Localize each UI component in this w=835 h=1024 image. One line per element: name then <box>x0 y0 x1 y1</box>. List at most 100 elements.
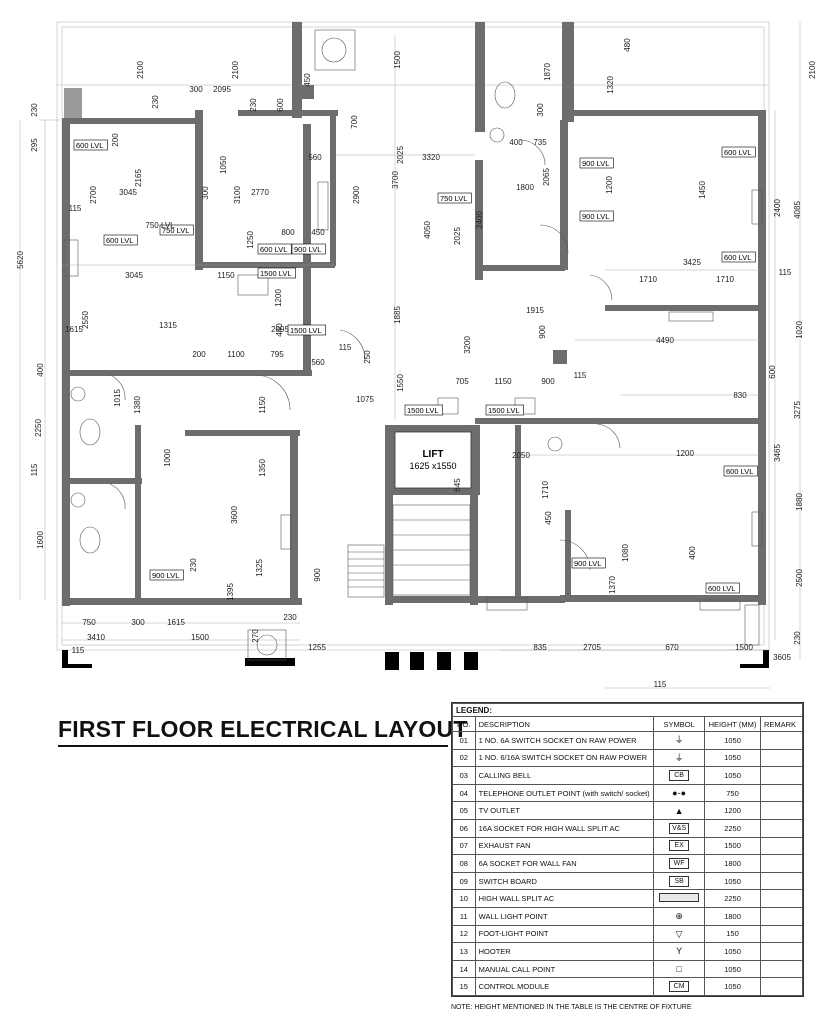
legend-symbol-cell: V&S <box>653 818 706 838</box>
level-tag: 750 LVL <box>162 226 189 235</box>
level-tag: 600 LVL <box>76 141 103 150</box>
legend-description: WALL LIGHT POINT <box>474 906 655 926</box>
level-tag: 1500 LVL <box>260 269 292 278</box>
legend-symbol-cell: ⊕ <box>653 906 706 926</box>
legend-remark <box>759 871 804 891</box>
dimension-label: 2250 <box>34 419 43 437</box>
level-tag-box <box>149 569 184 581</box>
dimension-label: 115 <box>72 646 85 655</box>
legend-symbol-cell: CM <box>653 977 706 996</box>
legend-number: 08 <box>452 854 476 873</box>
dimension-label: 250 <box>363 350 372 364</box>
dimension-label: 230 <box>793 631 802 645</box>
dimension-label: 3200 <box>463 336 472 354</box>
dimension-label: 1250 <box>246 231 255 249</box>
dimension-label: 2100 <box>231 61 240 79</box>
dimension-label: 300 <box>201 186 210 200</box>
legend-column-header: REMARK <box>759 716 804 732</box>
level-tag-box <box>723 465 758 477</box>
level-tag: 900 LVL <box>574 559 601 568</box>
legend-height: 1200 <box>704 801 761 820</box>
level-tag: 600 LVL <box>724 148 751 157</box>
level-tag-box <box>485 404 524 416</box>
dimension-label: 3045 <box>125 271 143 280</box>
legend-number: 06 <box>452 818 476 838</box>
fixtures <box>63 29 763 661</box>
foot-light-icon: ▽ <box>675 928 683 939</box>
level-tag: 600 LVL <box>106 236 133 245</box>
dimension-label: 1150 <box>494 377 512 386</box>
level-tag-box <box>571 557 606 569</box>
level-tag: 1500 LVL <box>407 406 439 415</box>
legend-remark <box>759 748 804 768</box>
legend-symbol-code: V&S <box>669 822 690 834</box>
legend-symbol-code: SB <box>669 875 690 887</box>
wall-light-icon: ⊕ <box>675 911 683 922</box>
legend-note: NOTE: HEIGHT MENTIONED IN THE TABLE IS T… <box>451 1004 692 1011</box>
dimension-label: 900 <box>538 325 547 339</box>
dimension-label: 4490 <box>656 336 674 345</box>
staircase <box>347 504 471 598</box>
legend-symbol-cell: Y <box>653 942 706 961</box>
legend-number: 13 <box>452 942 476 961</box>
level-tag: 900 LVL <box>152 571 179 580</box>
dimension-label: 700 <box>350 115 359 129</box>
dimension-label: 450 <box>311 228 325 237</box>
dimension-label: 1050 <box>219 156 228 174</box>
legend-height: 1050 <box>704 766 761 785</box>
dimension-label: 230 <box>189 558 198 572</box>
legend-height: 2250 <box>704 818 761 838</box>
dimension-label: 800 <box>281 228 295 237</box>
level-tag-box <box>287 324 326 336</box>
level-tag-box <box>73 139 108 151</box>
legend-height: 1050 <box>704 942 761 961</box>
dimension-label: 1710 <box>541 481 550 499</box>
legend-number: 11 <box>452 906 476 926</box>
dimension-label: 1200 <box>605 176 614 194</box>
legend-remark <box>759 818 804 838</box>
dimension-label: 1075 <box>356 395 374 404</box>
dimension-label: 1500 <box>735 643 753 652</box>
legend-remark <box>759 906 804 926</box>
dimension-label: 2050 <box>512 451 530 460</box>
level-tags: 600 LVL 750 LVL 600 LVL 600 LVL 900 LVL 1500 … <box>73 139 758 594</box>
dimension-label: 2095 <box>271 325 289 334</box>
dimension-label: 2095 <box>213 85 231 94</box>
level-tag-box <box>159 224 194 236</box>
dimension-label: 4050 <box>423 221 432 239</box>
legend-number: 10 <box>452 889 476 908</box>
dimension-label: 1550 <box>396 374 405 392</box>
dimension-label: 1200 <box>676 449 694 458</box>
dimension-label: 2025 <box>396 146 405 164</box>
dimension-label: 1450 <box>698 181 707 199</box>
dimension-label: 3275 <box>793 401 802 419</box>
legend-height: 1050 <box>704 959 761 979</box>
dimension-label: 795 <box>270 350 284 359</box>
lift-label: LIFT <box>422 449 443 460</box>
legend-height: 1050 <box>704 977 761 996</box>
legend-remark <box>759 854 804 873</box>
level-tag: 1500 LVL <box>290 326 322 335</box>
dimension-label: 400 <box>36 363 45 377</box>
dimension-label: 2500 <box>795 569 804 587</box>
legend-column-header: HEIGHT (MM) <box>704 716 761 732</box>
legend-number: 02 <box>452 748 476 768</box>
legend-description: CONTROL MODULE <box>474 977 655 996</box>
legend-remark <box>759 731 804 750</box>
legend-height: 1050 <box>704 748 761 768</box>
legend-symbol-code: WF <box>669 857 690 869</box>
dimension-label: 1710 <box>716 275 734 284</box>
legend-symbol-cell: ⏚ <box>653 731 706 750</box>
legend-remark <box>759 942 804 961</box>
legend-height: 1050 <box>704 871 761 891</box>
